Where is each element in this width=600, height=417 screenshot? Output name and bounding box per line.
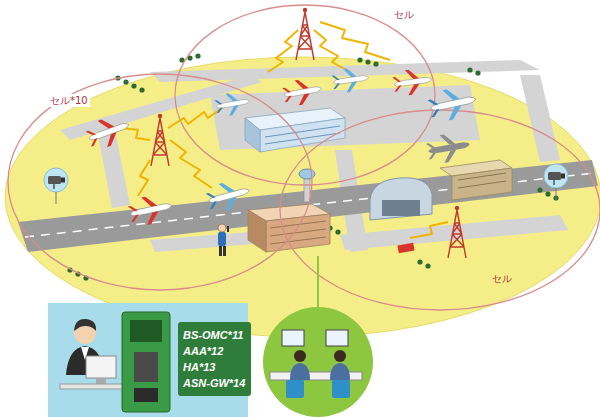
hangar [370, 178, 432, 220]
terminal-building [245, 108, 345, 152]
function-name: ASN-GW*14 [183, 375, 246, 391]
backhaul-line [317, 256, 319, 308]
radio-waves [122, 22, 448, 238]
vehicle [397, 243, 414, 254]
operations-room [263, 307, 373, 417]
server-function-box: BS-OMC*11AAA*12HA*13ASN-GW*14 [178, 322, 251, 396]
warehouse [440, 160, 512, 200]
cell-range [8, 5, 600, 310]
surveillance-camera [44, 164, 568, 204]
airport-ground [5, 57, 600, 337]
office-building [248, 204, 330, 252]
function-name: AAA*12 [183, 343, 246, 359]
cell-label: セル*10 [48, 94, 90, 107]
airplanes [83, 66, 478, 228]
cell-label: セル [490, 272, 514, 285]
antenna-tower [151, 8, 466, 258]
function-name: BS-OMC*11 [183, 327, 246, 343]
function-name: HA*13 [183, 359, 246, 375]
cell-label: セル [392, 8, 416, 21]
trees [67, 53, 558, 280]
staff-with-radio [218, 224, 229, 256]
